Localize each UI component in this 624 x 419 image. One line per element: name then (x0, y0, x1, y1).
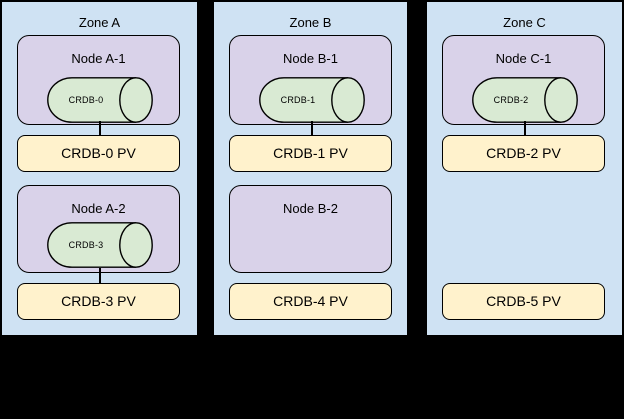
zone-c-panel: Zone C Node C-1 CRDB-2 CRDB-2 PV CRDB-5 … (425, 0, 624, 337)
node-box-a1: Node A-1 CRDB-0 (17, 35, 180, 125)
connector-line (524, 121, 526, 137)
connector-line (99, 268, 101, 285)
zone-title: Zone B (289, 15, 332, 30)
database-cylinder-icon: CRDB-3 (47, 222, 153, 268)
pv-box: CRDB-3 PV (17, 283, 180, 320)
connector-line (99, 121, 101, 137)
pv-box: CRDB-0 PV (17, 135, 180, 172)
database-cylinder-icon: CRDB-2 (472, 77, 578, 123)
database-cylinder-icon: CRDB-0 (47, 77, 153, 123)
database-cylinder-icon: CRDB-1 (259, 77, 365, 123)
connector-line (311, 121, 313, 137)
node-title: Node B-1 (283, 51, 338, 66)
node-title: Node B-2 (283, 201, 338, 216)
disk-label: CRDB-2 (493, 95, 529, 105)
pv-box: CRDB-2 PV (442, 135, 605, 172)
zone-title: Zone A (78, 15, 121, 30)
pv-box: CRDB-5 PV (442, 283, 605, 320)
node-title: Node A-1 (71, 51, 126, 66)
pv-box: CRDB-4 PV (229, 283, 392, 320)
pv-box: CRDB-1 PV (229, 135, 392, 172)
node-box-b2-empty: Node B-2 (229, 185, 392, 273)
node-box-a2: Node A-2 CRDB-3 (17, 185, 180, 273)
zone-a-panel: Zone A Node A-1 CRDB-0 CRDB-0 PV Node A-… (0, 0, 199, 337)
zone-title: Zone C (503, 15, 546, 30)
node-box-c1: Node C-1 CRDB-2 (442, 35, 605, 125)
disk-label: CRDB-3 (68, 240, 104, 250)
disk-label: CRDB-1 (280, 95, 316, 105)
zone-b-panel: Zone B Node B-1 CRDB-1 CRDB-1 PV Node B-… (212, 0, 409, 337)
disk-label: CRDB-0 (68, 95, 104, 105)
node-title: Node A-2 (71, 201, 126, 216)
node-box-b1: Node B-1 CRDB-1 (229, 35, 392, 125)
node-title: Node C-1 (495, 51, 552, 66)
